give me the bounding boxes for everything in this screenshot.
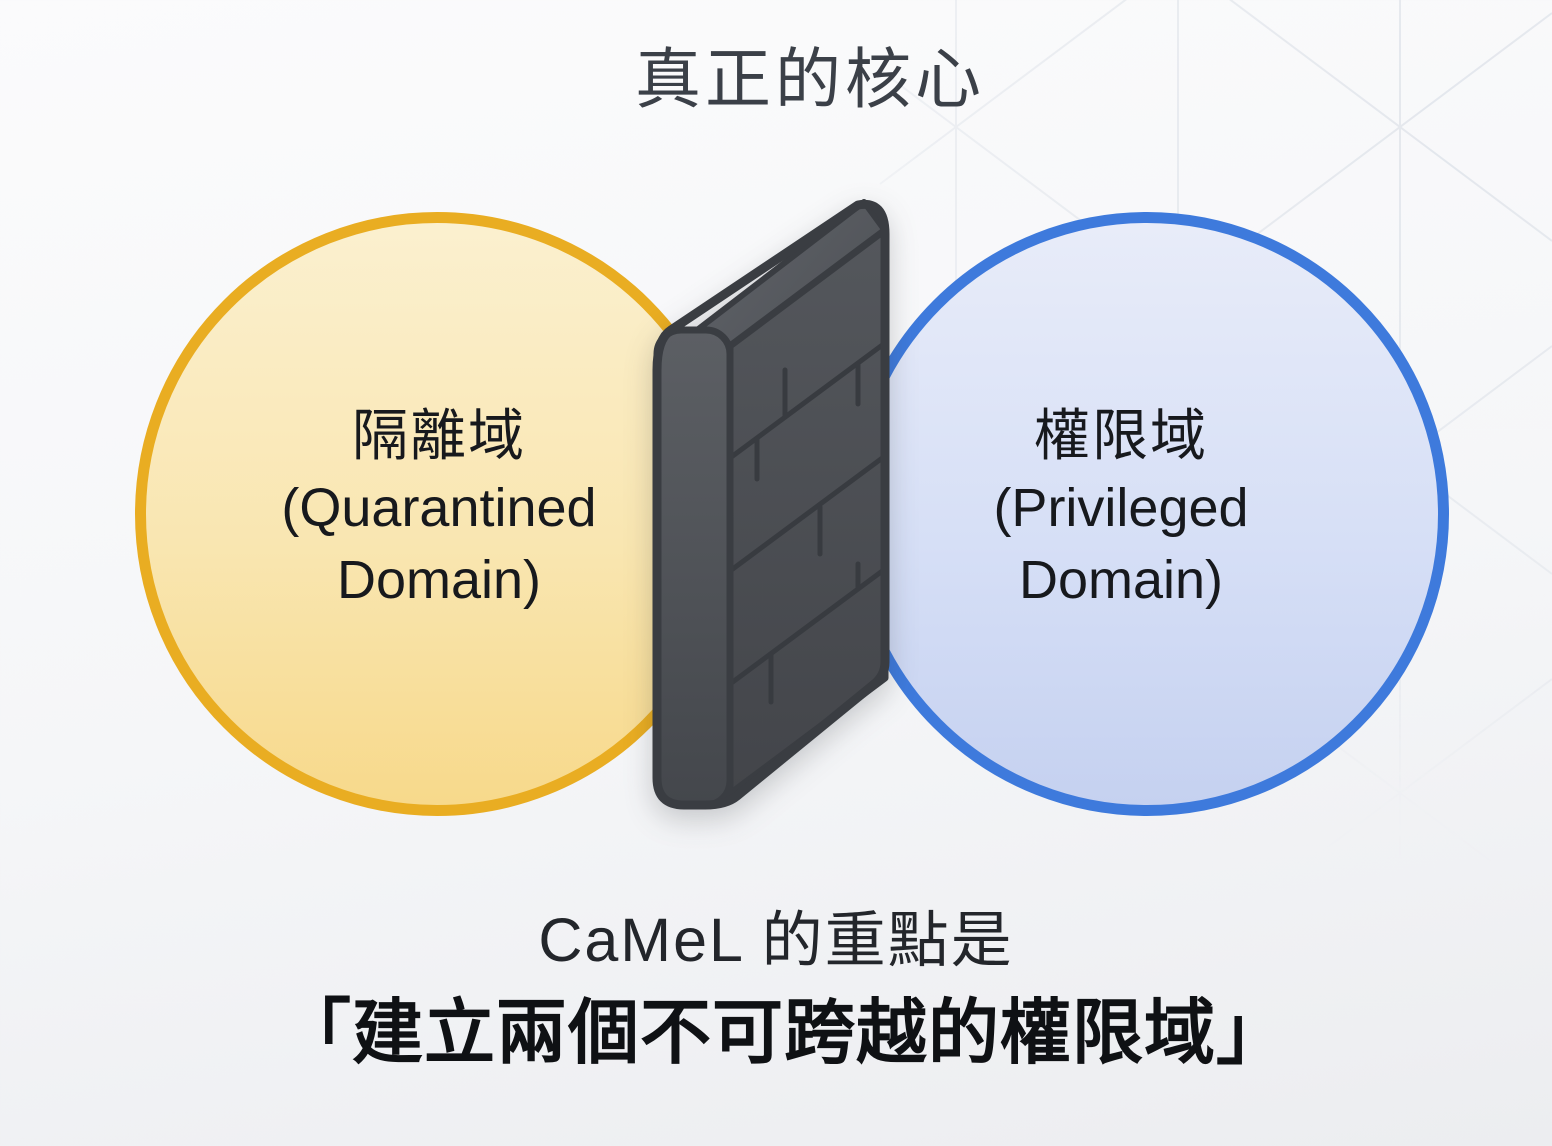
privileged-domain-circle: 權限域 (Privileged Domain) [845, 212, 1449, 816]
quarantined-domain-label-en-1: (Quarantined [281, 478, 597, 539]
page-title: 真正的核心 [635, 42, 985, 116]
quarantined-domain-label: 隔離域 (Quarantined Domain) [281, 399, 596, 617]
privileged-domain-label: 權限域 (Privileged Domain) [993, 399, 1248, 617]
privileged-domain-label-zh: 權限域 [1033, 403, 1208, 467]
caption-line-1: CaMeL 的重點是 [538, 906, 1014, 974]
privileged-domain-label-en-1: (Privileged [993, 478, 1249, 539]
quarantined-domain-label-zh: 隔離域 [351, 403, 526, 467]
quarantined-domain-circle: 隔離域 (Quarantined Domain) [135, 212, 739, 816]
brick-wall-icon [652, 199, 890, 810]
quarantined-domain-label-en-2: Domain) [336, 550, 542, 611]
privileged-domain-label-en-2: Domain) [1018, 550, 1224, 611]
caption-line-2: 「建立兩個不可跨越的權限域」 [279, 994, 1288, 1073]
